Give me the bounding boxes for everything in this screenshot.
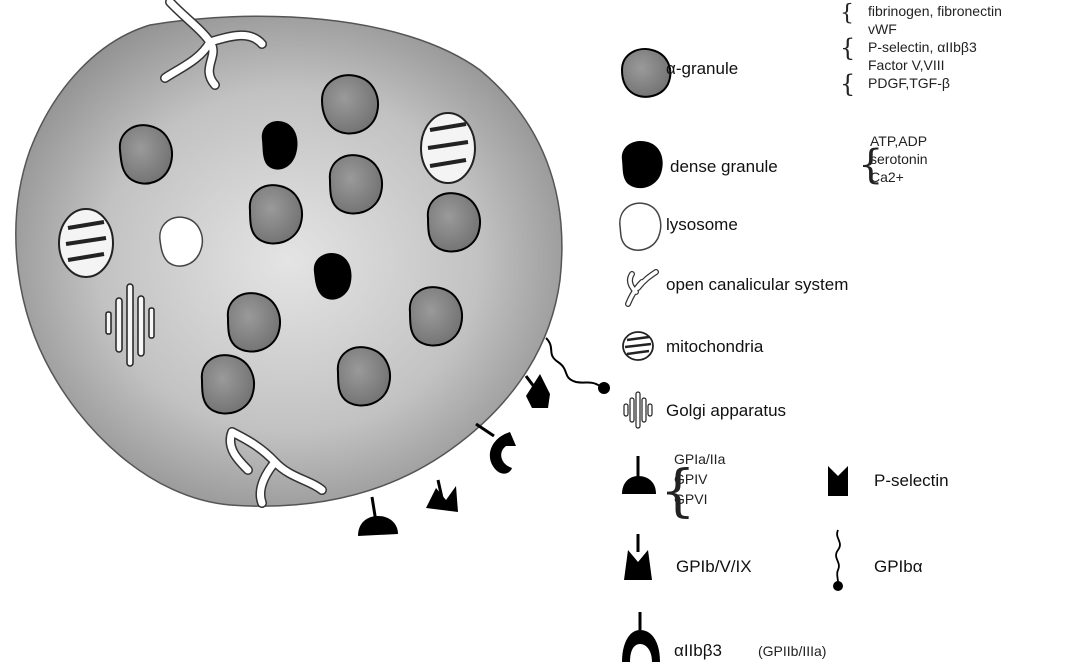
lysosome-in-cell — [160, 217, 203, 266]
alpha-granule — [338, 347, 390, 405]
alpha-content-2: P-selectin, αIIbβ3 — [868, 39, 977, 55]
dense-content-1: serotonin — [870, 151, 928, 167]
p-selectin-legend-icon — [828, 466, 848, 496]
integrin-receptor — [476, 424, 516, 474]
gpia-receptor — [358, 497, 398, 536]
gpib-alpha-label: GPIbα — [874, 557, 923, 576]
lysosome-label: lysosome — [666, 215, 738, 234]
ocs-legend-icon — [628, 272, 656, 304]
gpib-complex-receptor — [426, 480, 458, 512]
mitochondria-legend-icon — [623, 332, 653, 360]
dense-granule-legend-icon — [622, 141, 663, 188]
alpha-content-4: PDGF,TGF-β — [868, 75, 950, 91]
alpha-granule-legend-icon — [622, 49, 670, 97]
gp-item-2: GPVI — [674, 491, 707, 507]
ocs-label: open canalicular system — [666, 275, 848, 294]
gpib-complex-legend-icon — [624, 534, 652, 580]
alpha-granule — [322, 75, 378, 133]
dense-content-2: Ca2+ — [870, 169, 904, 185]
mitochondria-label: mitochondria — [666, 337, 764, 356]
mitochondrion-in-cell — [421, 113, 475, 183]
alpha-granule — [428, 193, 480, 251]
dense-granule-label: dense granule — [670, 157, 778, 176]
lysosome-legend-icon — [620, 203, 661, 250]
alpha-brace: { — [840, 1, 854, 26]
dense-granule — [314, 253, 352, 300]
p-selectin-receptor — [526, 374, 550, 408]
alpha-brace: { — [840, 34, 855, 62]
alpha-content-0: fibrinogen, fibronectin — [868, 3, 1002, 19]
golgi-legend-icon — [624, 392, 652, 428]
p-selectin-label: P-selectin — [874, 471, 949, 490]
alpha-granule — [410, 287, 462, 345]
gpib-alpha-receptor — [546, 338, 610, 394]
gp-item-1: GPIV — [674, 471, 708, 487]
golgi-label: Golgi apparatus — [666, 401, 786, 420]
integrin-alt-label: (GPIIb/IIIa) — [758, 643, 826, 659]
alpha-granule — [120, 125, 172, 183]
integrin-label: αIIbβ3 — [674, 641, 722, 660]
alpha-granule — [250, 185, 302, 243]
gpib-complex-label: GPIb/V/IX — [676, 557, 752, 576]
alpha-content-3: Factor V,VIII — [868, 57, 945, 73]
gp-item-0: GPIa/IIa — [674, 451, 726, 467]
mitochondrion-in-cell — [59, 209, 113, 277]
integrin-legend-icon — [622, 612, 660, 662]
alpha-granule — [330, 155, 382, 213]
alpha-granule — [202, 355, 254, 413]
alpha-brace: { — [840, 70, 855, 98]
alpha-granule-label: α-granule — [666, 59, 738, 78]
alpha-granule — [228, 293, 280, 351]
gpia-legend-icon — [622, 456, 656, 494]
dense-content-0: ATP,ADP — [870, 133, 927, 149]
gpib-alpha-legend-icon — [833, 530, 843, 591]
alpha-content-1: vWF — [868, 21, 897, 37]
